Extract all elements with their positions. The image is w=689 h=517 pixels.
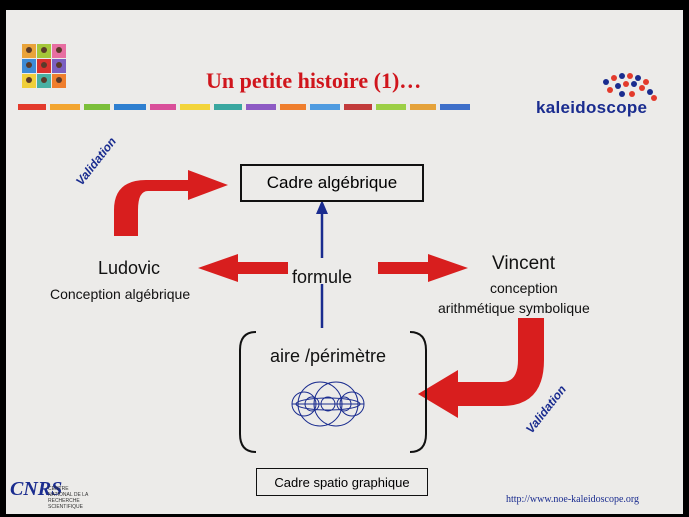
- validation-arrow-top: [114, 170, 228, 236]
- right-bracket: [409, 331, 427, 453]
- formule-label: formule: [292, 267, 353, 287]
- vincent-conception-label: conception: [490, 280, 558, 296]
- diagram-graphics: [114, 170, 544, 453]
- color-strip: [18, 104, 528, 110]
- cnrs-logo: CNRS: [10, 478, 63, 500]
- cadre-spatio-box: Cadre spatio graphique: [256, 468, 428, 496]
- cadre-algebrique-box: Cadre algébrique: [240, 164, 424, 202]
- slide: Un petite histoire (1)… kaleidoscope: [6, 10, 683, 514]
- aire-perimetre-label: aire /périmètre: [270, 346, 387, 366]
- validation-arrow-bottom: [418, 318, 544, 418]
- vincent-label: Vincent: [492, 253, 556, 274]
- arrow-right: [378, 254, 468, 282]
- vincent-arithmetique-label: arithmétique symbolique: [438, 300, 590, 316]
- left-bracket: [239, 331, 257, 453]
- cnrs-subtext: CENTRE NATIONAL DE LA RECHERCHE SCIENTIF…: [48, 486, 89, 510]
- circles-figure-icon: [291, 381, 365, 427]
- ludovic-conception-label: Conception algébrique: [50, 286, 191, 302]
- ludovic-label: Ludovic: [98, 258, 161, 278]
- slide-title: Un petite histoire (1)…: [206, 68, 422, 93]
- kaleidoscope-thumbnail-grid: [22, 44, 66, 88]
- kaleidoscope-dots-logo: [603, 73, 657, 101]
- kaleidoscope-logo-text: kaleidoscope: [536, 98, 648, 117]
- website-url: http://www.noe-kaleidoscope.org: [506, 494, 640, 505]
- arrow-left: [198, 254, 288, 282]
